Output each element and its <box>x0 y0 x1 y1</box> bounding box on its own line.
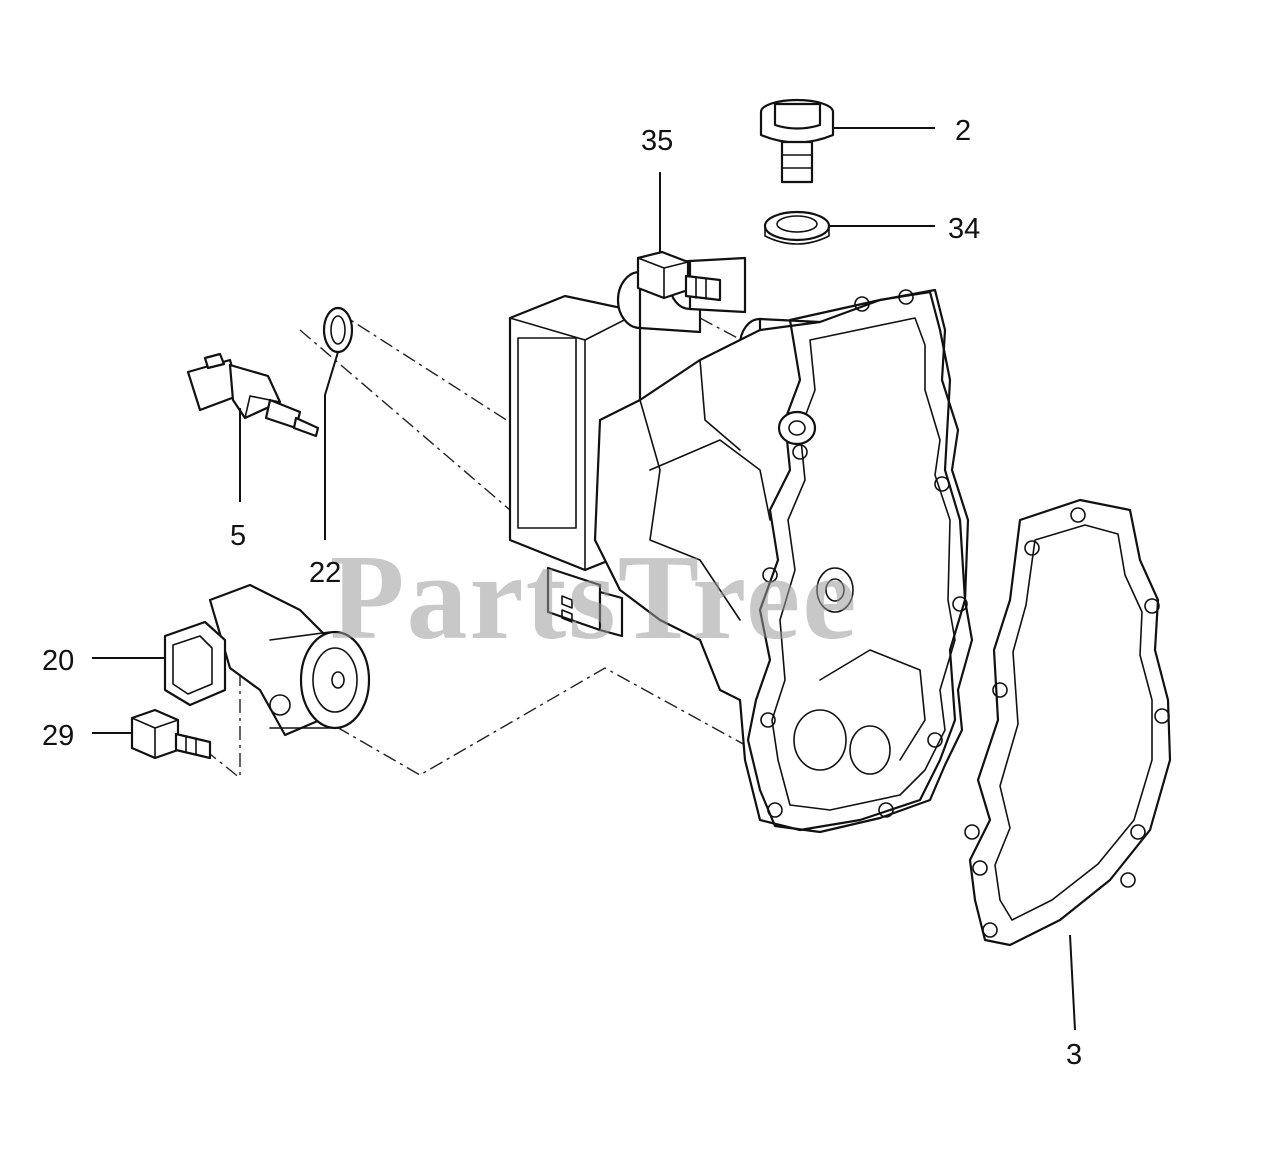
sensor-bolt <box>130 708 212 760</box>
callout-34: 34 <box>948 213 980 245</box>
sealing-washer <box>763 210 831 245</box>
leader-lines <box>92 127 1076 1031</box>
speed-sensor <box>163 583 371 737</box>
callout-20: 20 <box>42 645 74 677</box>
callout-29: 29 <box>42 720 74 752</box>
gasket <box>964 498 1172 947</box>
watermark-text: PartsTree <box>330 530 858 665</box>
callout-22: 22 <box>309 557 341 589</box>
callout-35: 35 <box>641 125 673 157</box>
callout-2: 2 <box>955 115 971 147</box>
housing-bolt <box>636 250 722 302</box>
drain-plug-bolt <box>759 98 835 184</box>
temperature-sensor <box>186 352 320 438</box>
o-ring <box>322 306 354 354</box>
callout-5: 5 <box>230 520 246 552</box>
callout-labels: 35 2 34 5 22 20 29 3 <box>42 115 1082 1071</box>
callout-3: 3 <box>1066 1039 1082 1071</box>
